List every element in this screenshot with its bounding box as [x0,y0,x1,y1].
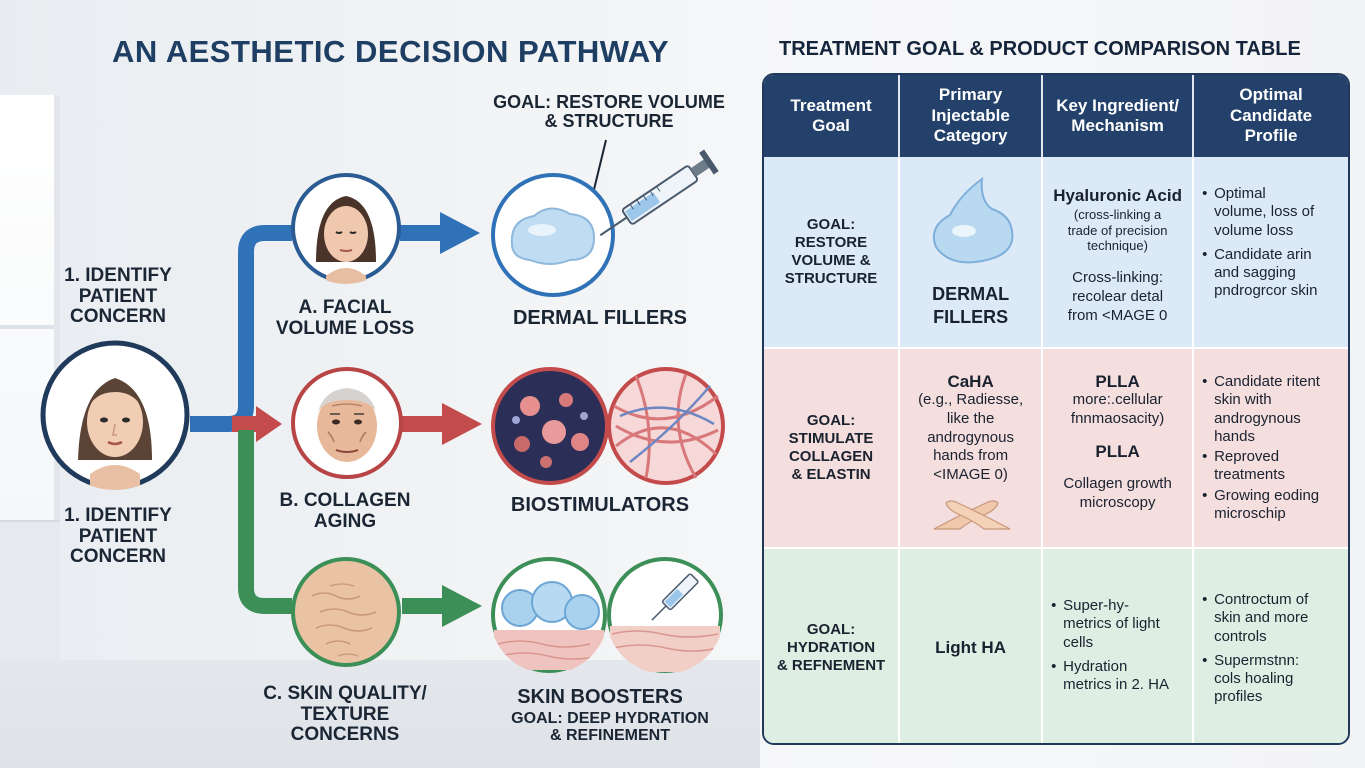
skin-injection-icon [606,556,724,674]
dermal-filler-gel-icon [490,172,616,298]
header-key-ingredient: Key Ingredient/Mechanism [1043,75,1195,157]
page-title: AN AESTHETIC DECISION PATHWAY [112,34,670,69]
red-arrow-head-2 [442,403,482,445]
row3-category: Light HA [900,549,1044,743]
red-arrow-head-1 [256,406,282,442]
collagen-aging-icon [290,366,404,480]
facial-volume-loss-icon [290,172,402,284]
patient-face-icon [40,340,190,490]
row3-goal: GOAL:HYDRATION& REFNEMENT [764,549,901,743]
background-cabinet [0,520,60,670]
skin-boosters-label: SKIN BOOSTERS [517,686,683,708]
green-arrow-head [442,585,482,627]
biostimulator-cells-icon [490,366,610,486]
biostimulators-label: BIOSTIMULATORS [510,494,690,516]
blue-arrow-head [440,212,480,254]
skin-booster-cells-icon [490,556,608,674]
table-row: GOAL:HYDRATION& REFNEMENT Light HA Super… [764,549,1348,743]
table-title: TREATMENT GOAL & PRODUCT COMPARISON TABL… [779,38,1301,60]
pathway-arrows [190,139,607,627]
row2-category-title: CaHA [947,372,994,391]
dermal-fillers-label: DERMAL FILLERS [512,307,688,329]
syringe-icon [599,149,719,237]
background-floor [0,660,760,768]
goal-callout-label: GOAL: RESTORE VOLUME& STRUCTURE [493,92,725,132]
booster-goal-label: GOAL: DEEP HYDRATION& REFINEMENT [511,710,709,745]
collagen-fibers-icon [606,366,726,486]
green-branch-line [238,430,292,614]
crossed-hands-icon [933,500,1011,530]
row1-ingredient-title: Hyaluronic Acid [1053,186,1182,205]
gel-drop-icon [932,176,1014,264]
row2-ingredient-title: PLLA [1095,372,1140,391]
skin-texture-icon [290,556,402,668]
row2-ingredient-title-2: PLLA [1095,442,1140,461]
background-window [0,95,60,565]
